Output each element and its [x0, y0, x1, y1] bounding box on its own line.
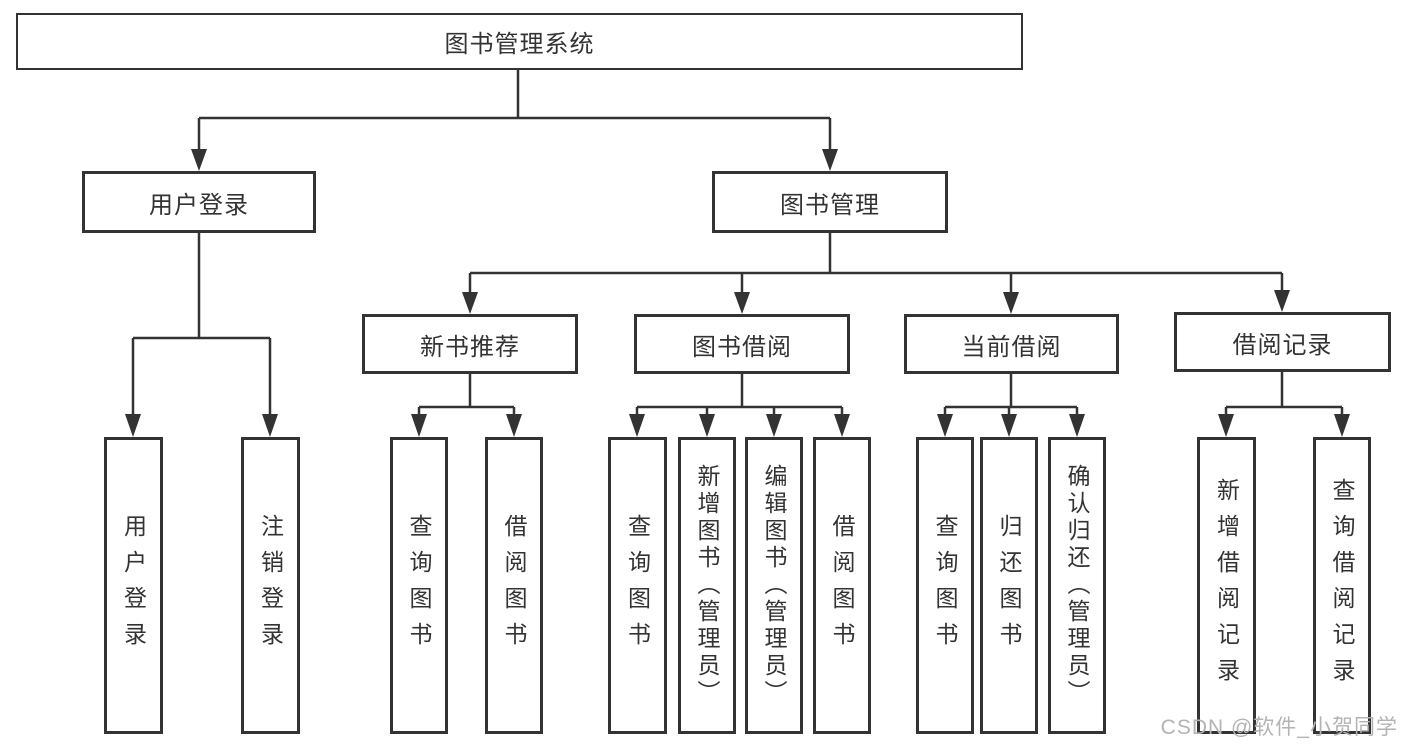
leaf-current-confirm-return-admin-label: 确认归还（管理员）: [1064, 464, 1090, 707]
leaf-borrow-add-books-admin: 新增图书（管理员）: [678, 437, 736, 734]
node-user-login-label: 用户登录: [149, 191, 249, 219]
leaf-logout: 注销登录: [241, 437, 300, 734]
node-book-borrowing: 图书借阅: [634, 314, 850, 374]
node-book-management: 图书管理: [712, 171, 948, 233]
leaf-borrow-borrow-books: 借阅图书: [813, 437, 871, 734]
node-borrowing-records-label: 借阅记录: [1232, 331, 1333, 359]
leaf-newbook-query-books-label: 查询图书: [406, 513, 432, 658]
leaf-newbook-query-books: 查询图书: [390, 437, 448, 734]
leaf-current-query-books: 查询图书: [916, 437, 974, 734]
leaf-user-login: 用户登录: [104, 437, 163, 734]
node-library-system: 图书管理系统: [16, 13, 1023, 70]
leaf-borrow-borrow-books-label: 借阅图书: [829, 513, 855, 658]
node-borrowing-records: 借阅记录: [1174, 312, 1391, 372]
leaf-current-return-books: 归还图书: [980, 437, 1038, 734]
leaf-records-query-record-label: 查询借阅记录: [1329, 477, 1355, 694]
leaf-newbook-borrow-books: 借阅图书: [485, 437, 543, 734]
leaf-borrow-edit-books-admin-label: 编辑图书（管理员）: [761, 464, 787, 707]
node-current-borrowing-label: 当前借阅: [961, 333, 1062, 361]
leaf-newbook-borrow-books-label: 借阅图书: [501, 513, 527, 658]
node-new-book-recommendation: 新书推荐: [362, 314, 578, 374]
node-book-management-label: 图书管理: [780, 191, 880, 219]
node-new-book-recommendation-label: 新书推荐: [420, 333, 520, 361]
leaf-user-login-label: 用户登录: [120, 513, 147, 658]
leaf-borrow-query-books-label: 查询图书: [624, 513, 651, 658]
leaf-records-add-record: 新增借阅记录: [1197, 437, 1256, 734]
node-current-borrowing: 当前借阅: [904, 314, 1119, 374]
leaf-records-add-record-label: 新增借阅记录: [1213, 477, 1240, 694]
leaf-current-return-books-label: 归还图书: [996, 513, 1022, 658]
leaf-records-query-record: 查询借阅记录: [1313, 437, 1371, 734]
node-book-borrowing-label: 图书借阅: [692, 333, 792, 361]
leaf-current-query-books-label: 查询图书: [932, 513, 958, 658]
node-user-login: 用户登录: [82, 171, 316, 233]
csdn-watermark: CSDN @软件_小贺同学: [1160, 716, 1398, 739]
leaf-logout-label: 注销登录: [257, 513, 284, 658]
leaf-borrow-edit-books-admin: 编辑图书（管理员）: [745, 437, 803, 734]
leaf-borrow-query-books: 查询图书: [608, 437, 667, 734]
leaf-current-confirm-return-admin: 确认归还（管理员）: [1048, 437, 1106, 734]
node-library-system-label: 图书管理系统: [444, 31, 595, 58]
leaf-borrow-add-books-admin-label: 新增图书（管理员）: [694, 464, 720, 707]
